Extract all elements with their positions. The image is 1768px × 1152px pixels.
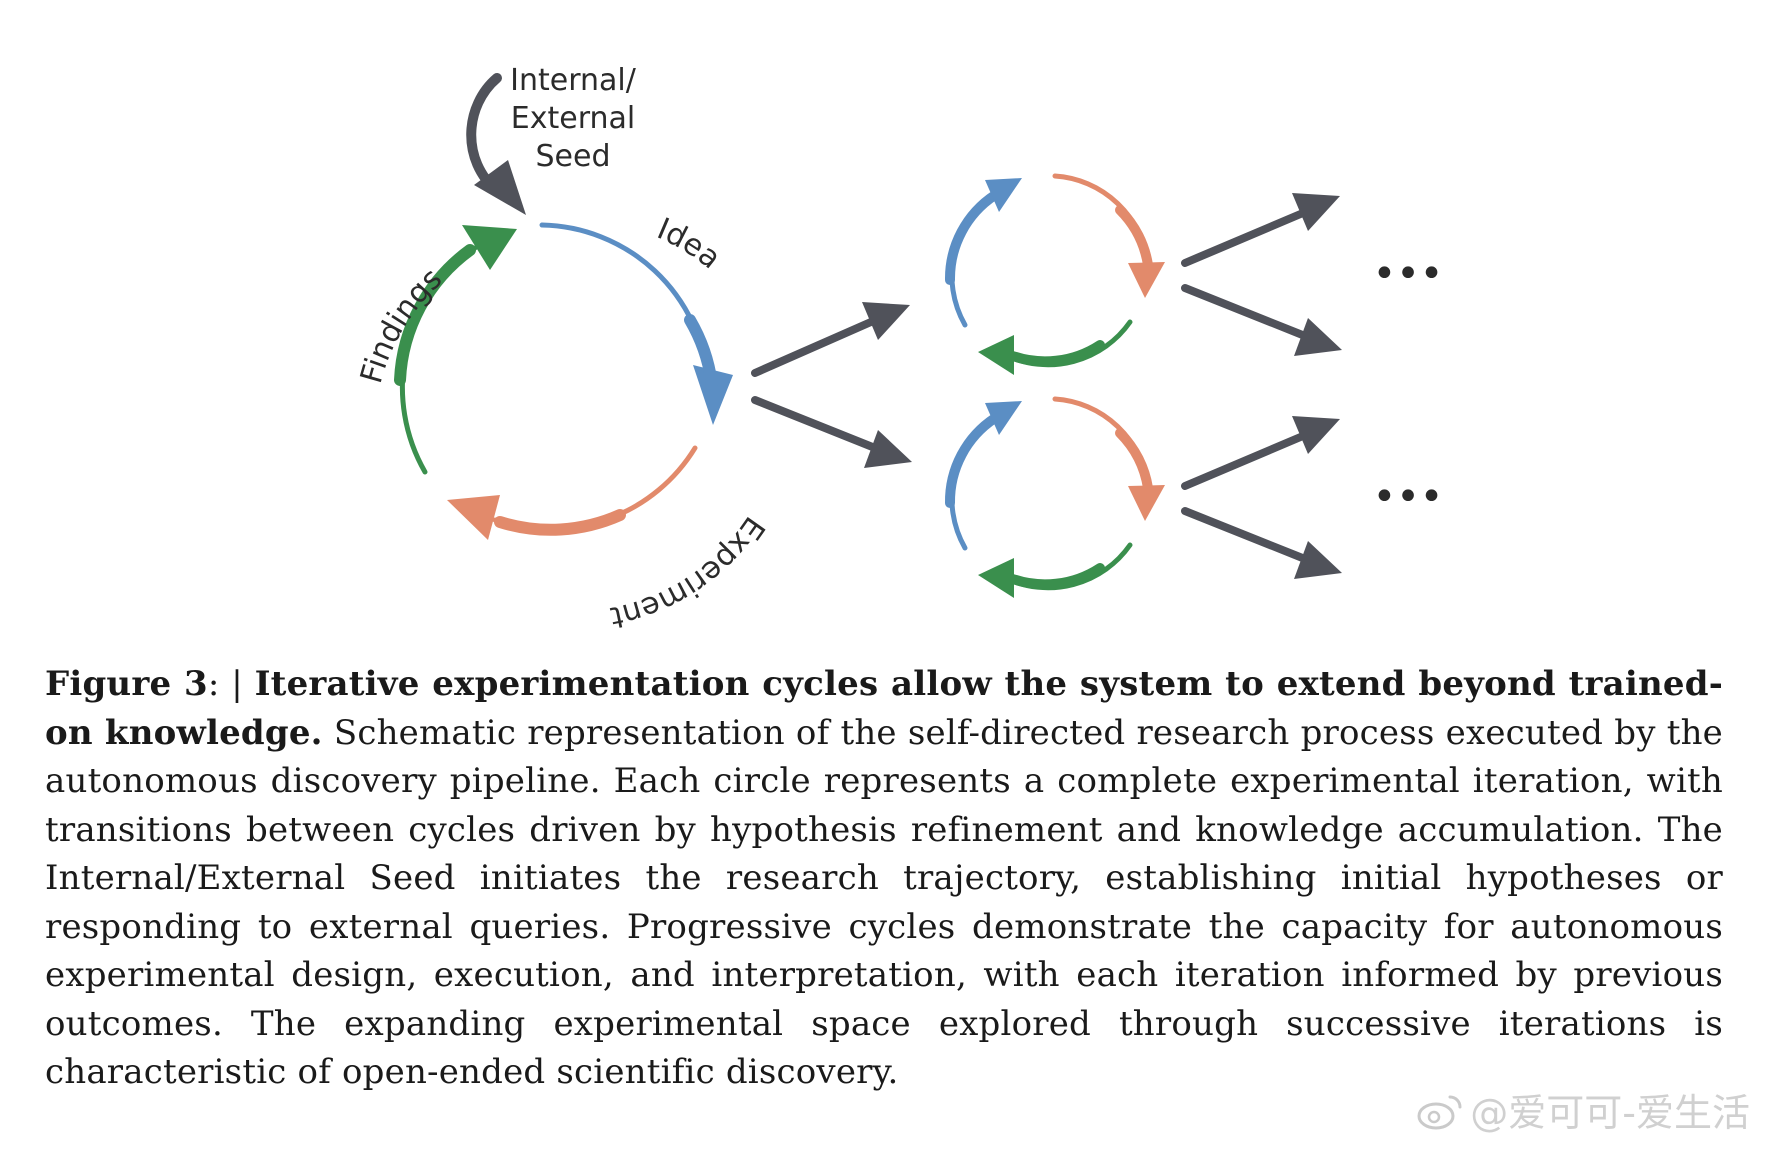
cycle-bottom-arrow-down-shaft — [1181, 507, 1314, 565]
weibo-logo-icon — [1416, 1091, 1464, 1140]
ellipsis-bottom: ••• — [1373, 474, 1444, 520]
small-cycle-top — [944, 173, 1165, 375]
cycle-top-arrow-up-shaft — [1181, 206, 1314, 267]
cycle-top-arrow-up-head — [1292, 193, 1340, 231]
watermark: @爱可可-爱生活 — [1416, 1082, 1750, 1140]
idea-label: Idea — [652, 212, 727, 277]
cycle-top-arrow-down-shaft — [1181, 284, 1314, 342]
findings-arc-thick — [394, 244, 476, 386]
idea-arrow-head — [693, 365, 733, 425]
caption-separator: : | — [207, 664, 255, 704]
experiment-arc — [492, 445, 698, 532]
small-cycle-bottom-blue-head — [985, 401, 1022, 435]
iteration-diagram: Internal/ External Seed Idea Findings Ex… — [354, 63, 1444, 635]
seed-label-line-3: Seed — [536, 139, 611, 174]
caption-title: Iterative experimentation cycles allow t… — [45, 664, 1723, 753]
seed-label-line-1: Internal/ — [510, 63, 637, 98]
figure-caption: Figure 3: | Iterative experimentation cy… — [45, 660, 1723, 1097]
cycle-top-arrow-down-head — [1294, 318, 1342, 356]
experiment-label: Experiment — [607, 510, 771, 635]
branch-arrow-down-shaft — [751, 396, 884, 454]
small-cycle-bottom — [944, 396, 1165, 598]
figure-label: Figure 3 — [45, 664, 208, 704]
cycle-bottom-arrow-up-head — [1292, 416, 1340, 454]
diagram-canvas: Internal/ External Seed Idea Findings Ex… — [354, 63, 1444, 635]
ellipsis-top: ••• — [1373, 251, 1444, 297]
cycle-bottom-arrow-down-head — [1294, 541, 1342, 579]
branch-arrow-down-head — [864, 430, 912, 468]
small-cycle-bottom-orange-head — [1128, 485, 1165, 521]
seed-arrow-head — [474, 160, 526, 215]
experiment-arrow-head — [447, 495, 500, 540]
small-cycle-top-blue-head — [985, 178, 1022, 212]
small-cycle-bottom-green-head — [978, 558, 1014, 598]
small-cycle-top-green-head — [978, 335, 1014, 375]
watermark-text: @爱可可-爱生活 — [1470, 1091, 1750, 1135]
small-cycle-top-orange-head — [1128, 262, 1165, 298]
branch-arrow-up-head — [862, 302, 910, 340]
branch-arrow-up-shaft — [751, 314, 884, 377]
cycle-bottom-arrow-up-shaft — [1181, 429, 1314, 490]
seed-label-line-2: External — [511, 101, 635, 136]
caption-body: Schematic representation of the self-dir… — [45, 712, 1724, 1093]
findings-arrow-head — [462, 225, 517, 270]
experiment-arc-thick — [494, 509, 626, 536]
idea-arc-tail — [684, 314, 718, 391]
